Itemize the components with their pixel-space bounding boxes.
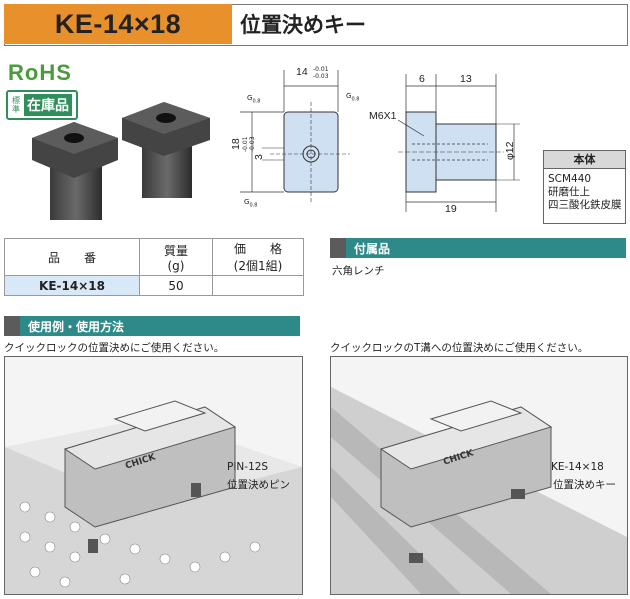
left-usage-panel: CHICK PIN-12S 位置決めピン [4, 356, 303, 595]
material-header: 本体 [544, 151, 625, 169]
side-dim-a: 6 [419, 73, 425, 85]
right-label-name: 位置決めキー [553, 479, 616, 491]
side-dim-b: 13 [460, 73, 472, 85]
material-line-0: SCM440 [548, 173, 592, 185]
material-line-2: 四三酸化鉄皮膜 [548, 199, 622, 211]
side-view-drawing [398, 74, 520, 212]
row-weight: 50 [139, 275, 213, 296]
left-label-code: PIN-12S [227, 461, 269, 473]
height-tolerance: -0.01 -0.03 [242, 136, 256, 152]
usage-header: 使用例・使用方法 [4, 316, 300, 336]
thread-label: M6X1 [369, 110, 397, 122]
front-view-drawing [240, 70, 350, 202]
right-usage-illustration [331, 387, 627, 594]
height-dim: 18 [230, 138, 242, 150]
width-tolerance: -0.01 -0.03 [313, 66, 329, 80]
right-caption: クイックロックのT溝への位置決めにご使用ください。 [330, 342, 589, 354]
stock-small-label: 標準 [12, 96, 20, 114]
row-part-number: KE-14×18 [4, 275, 140, 296]
rohs-badge: RoHS [8, 60, 72, 85]
side-total-dim: 19 [445, 203, 457, 215]
usage-title: 使用例・使用方法 [28, 319, 125, 334]
width-dim: 14 [296, 66, 308, 78]
col-weight: 質量(g) [139, 238, 213, 276]
product-photo [32, 102, 210, 220]
right-usage-panel: CHICK KE-14×18 位置決めキー [330, 356, 628, 595]
roughness-mark-1: G0.8 [247, 94, 261, 105]
stock-big-label: 在庫品 [24, 94, 72, 116]
left-label-name: 位置決めピン [227, 479, 290, 491]
left-caption: クイックロックの位置決めにご使用ください。 [4, 342, 225, 354]
roughness-mark-2: G0.8 [346, 92, 360, 103]
row-price [212, 275, 304, 296]
key-left-image [32, 122, 118, 220]
height-tol-lower: -0.03 [249, 136, 256, 152]
accessories-text: 六角レンチ [332, 265, 385, 277]
width-tol-upper: -0.01 [313, 66, 329, 73]
left-usage-illustration [5, 400, 302, 594]
height-tol-upper: -0.01 [242, 136, 249, 152]
key-right-image [122, 102, 210, 198]
material-line-1: 研磨仕上 [548, 186, 590, 198]
col-price: 価 格(2個1組) [212, 238, 304, 276]
model-code: KE-14×18 [4, 4, 232, 44]
material-box: 本体 SCM440 研磨仕上 四三酸化鉄皮膜 [543, 150, 626, 224]
diameter-dim: φ12 [504, 141, 516, 161]
accessories-header: 付属品 [330, 238, 626, 258]
stock-badge: 標準 在庫品 [6, 90, 78, 120]
product-name: 位置決めキー [240, 13, 366, 37]
right-label-code: KE-14×18 [551, 461, 604, 473]
spec-table: 品 番 質量(g) 価 格(2個1組) KE-14×18 50 [4, 238, 304, 296]
spec-header-row: 品 番 質量(g) 価 格(2個1組) [4, 238, 304, 276]
table-row: KE-14×18 50 [4, 275, 304, 296]
accessories-title: 付属品 [354, 241, 391, 256]
width-tol-lower: -0.03 [313, 73, 329, 80]
col-part-number: 品 番 [4, 238, 140, 276]
center-dim: 3 [253, 154, 265, 160]
roughness-mark-3: G0.8 [244, 198, 258, 209]
